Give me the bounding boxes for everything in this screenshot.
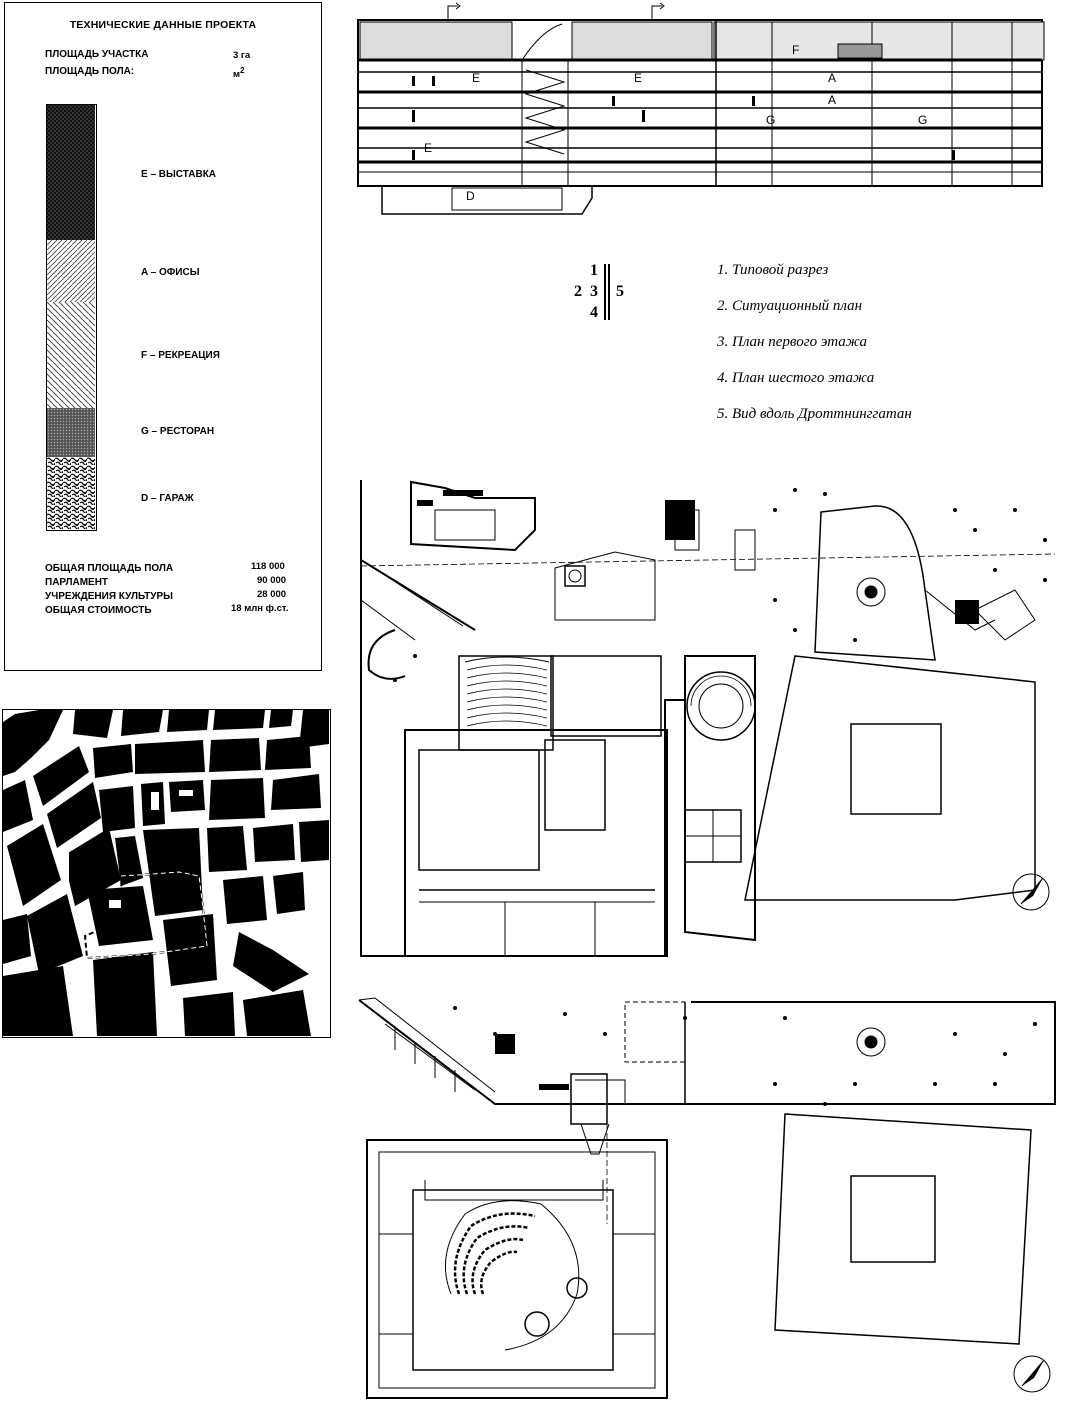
bar-segment-restaurant — [47, 408, 95, 457]
legend-item-5: 5. Вид вдоль Дроттнинггатан — [717, 406, 912, 422]
function-label-restaurant: G – РЕСТОРАН — [141, 426, 215, 437]
key-5: 5 — [616, 283, 624, 300]
site-area-label: ПЛОЩАДЬ УЧАСТКА — [45, 49, 149, 60]
section-label-d: D — [466, 189, 475, 203]
culture-label: УЧРЕЖДЕНИЯ КУЛЬТУРЫ — [45, 591, 173, 602]
technical-data-panel: ТЕХНИЧЕСКИЕ ДАННЫЕ ПРОЕКТА ПЛОЩАДЬ УЧАСТ… — [4, 2, 322, 671]
culture-value: 28 000 — [257, 589, 287, 600]
total-cost-value: 18 млн ф.ст. — [231, 603, 289, 614]
section-label-e2: E — [634, 71, 642, 85]
site-plan-drawing — [3, 710, 329, 1036]
key-1: 1 — [590, 262, 598, 279]
floor-area-label: ПЛОЩАДЬ ПОЛА: — [45, 66, 135, 77]
key-3: 3 — [590, 283, 598, 300]
function-label-offices: A – ОФИСЫ — [141, 267, 200, 278]
floor-area-unit: м2 — [233, 66, 245, 81]
panel-title: ТЕХНИЧЕСКИЕ ДАННЫЕ ПРОЕКТА — [69, 19, 257, 31]
section-label-f: F — [792, 43, 799, 57]
bar-segment-exhibition — [47, 105, 95, 240]
key-divider — [604, 264, 606, 320]
legend-item-1: 1. Типовой разрез — [717, 262, 829, 278]
bar-segment-recreation — [47, 302, 95, 408]
section-label-a1: A — [828, 71, 836, 85]
key-divider-2 — [608, 264, 610, 320]
north-arrow-sixth-floor — [1013, 1355, 1051, 1393]
section-label-g2: G — [918, 113, 927, 127]
total-floor-area-label: ОБЩАЯ ПЛОЩАДЬ ПОЛА — [45, 563, 174, 574]
section-label-e1: E — [472, 71, 480, 85]
function-label-garage: D – ГАРАЖ — [141, 493, 194, 504]
legend-item-3: 3. План первого этажа — [717, 334, 868, 350]
section-label-g1: G — [766, 113, 775, 127]
legend-item-2: 2. Ситуационный план — [717, 298, 863, 314]
site-plan — [2, 709, 331, 1038]
north-arrow-ground-floor — [1012, 873, 1050, 911]
legend-item-4: 4. План шестого этажа — [717, 370, 875, 386]
ground-floor-plan — [360, 480, 1056, 957]
bar-segment-offices — [47, 240, 95, 302]
typical-section-drawing: F A A E E G G E D — [357, 2, 1045, 215]
parliament-value: 90 000 — [257, 575, 287, 586]
function-label-exhibition: E – ВЫСТАВКА — [141, 169, 217, 180]
key-2: 2 — [574, 283, 582, 300]
figure-key: 1 2 3 4 5 — [572, 262, 632, 322]
site-area-value: 3 га — [233, 50, 251, 61]
total-floor-area-value: 118 000 — [251, 561, 285, 572]
bar-segment-garage — [47, 457, 95, 529]
parliament-label: ПАРЛАМЕНТ — [45, 577, 109, 588]
area-bar — [46, 104, 97, 531]
section-label-e3: E — [424, 141, 432, 155]
sixth-floor-plan — [358, 997, 1056, 1399]
section-label-a2: A — [828, 93, 836, 107]
key-4: 4 — [590, 304, 598, 321]
total-cost-label: ОБЩАЯ СТОИМОСТЬ — [45, 605, 152, 616]
function-label-recreation: F – РЕКРЕАЦИЯ — [141, 350, 220, 361]
